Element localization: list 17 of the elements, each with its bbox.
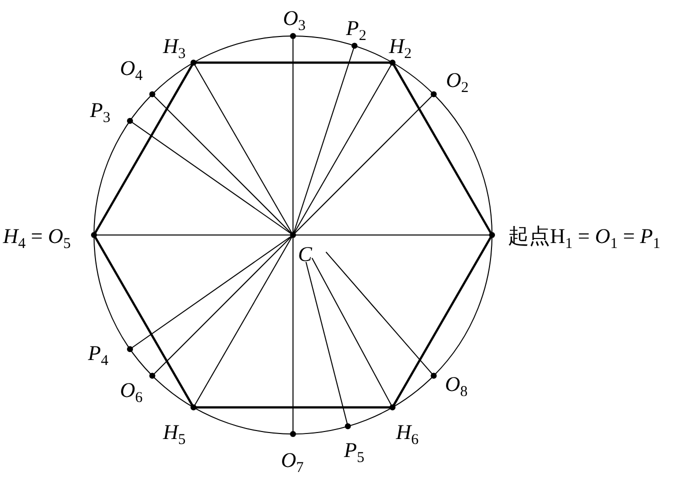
point-label: H$_{3}$ xyxy=(163,36,186,62)
point-label: O$_{6}$ xyxy=(120,380,143,406)
start-point-label: 起点H$_{1}$ = O$_{1}$ = P$_{1}$ xyxy=(508,226,660,252)
point-label: H$_{2}$ xyxy=(389,36,412,62)
center-label: C xyxy=(298,244,312,265)
point-label: O$_{8}$ xyxy=(445,374,468,400)
point-label: H$_{5}$ xyxy=(163,422,186,448)
point-label: H$_{4}$ = O$_{5}$ xyxy=(3,226,71,252)
point-label: P$_{5}$ xyxy=(344,440,364,466)
point-label: H$_{6}$ xyxy=(396,422,419,448)
point-label: O$_{2}$ xyxy=(446,70,469,96)
point-label: O$_{7}$ xyxy=(281,450,304,476)
point-label: O$_{3}$ xyxy=(283,8,306,34)
point-label: P$_{2}$ xyxy=(346,18,366,44)
point-label: P$_{3}$ xyxy=(90,100,110,126)
point-label: P$_{4}$ xyxy=(88,343,108,370)
point-label: O$_{4}$ xyxy=(120,58,143,84)
